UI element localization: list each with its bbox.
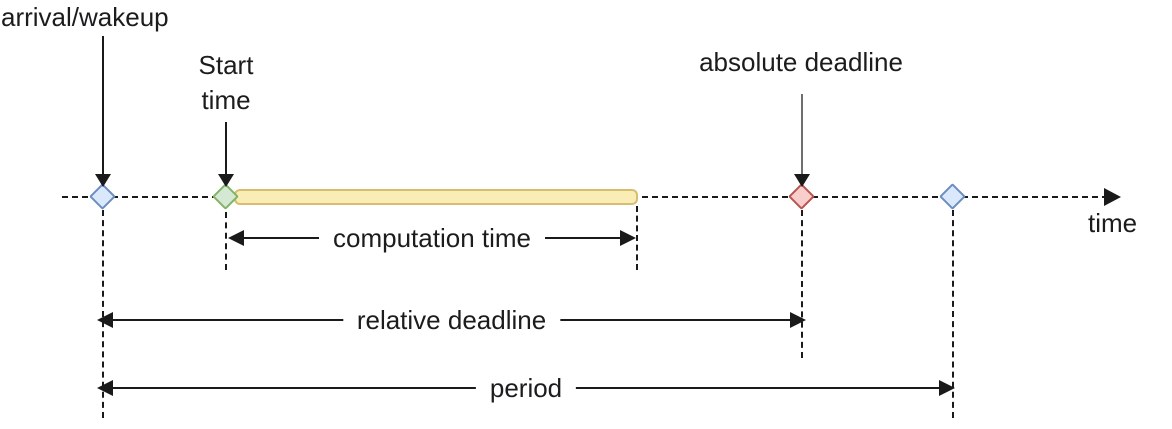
guide-start bbox=[225, 212, 227, 270]
computation-time-arrowhead-left-icon bbox=[228, 230, 244, 246]
next-arrival-marker bbox=[939, 183, 966, 210]
guide-computation-end bbox=[636, 206, 638, 270]
relative-deadline-arrowhead-left-icon bbox=[97, 312, 113, 328]
arrival-wakeup-arrow bbox=[102, 36, 104, 176]
start-time-marker bbox=[212, 183, 239, 210]
start-time-arrowhead-icon bbox=[218, 174, 234, 187]
computation-time-label: computation time bbox=[319, 222, 545, 254]
start-time-label: Start time bbox=[161, 48, 291, 118]
absolute-deadline-label: absolute deadline bbox=[699, 47, 903, 77]
start-time-label-line1: Start bbox=[198, 50, 254, 80]
period-dimension: period bbox=[97, 372, 955, 404]
period-arrowhead-right-icon bbox=[939, 380, 955, 396]
start-time-label-line2: time bbox=[201, 85, 251, 115]
arrival-wakeup-arrowhead-icon bbox=[95, 174, 111, 187]
start-time-arrow bbox=[225, 122, 227, 176]
absolute-deadline-arrowhead-icon bbox=[794, 174, 810, 187]
guide-absolute-deadline bbox=[801, 210, 803, 358]
absolute-deadline-marker bbox=[788, 183, 815, 210]
computation-bar bbox=[234, 189, 638, 205]
relative-deadline-arrowhead-right-icon bbox=[790, 312, 806, 328]
relative-deadline-label: relative deadline bbox=[342, 304, 561, 336]
computation-time-arrowhead-right-icon bbox=[620, 230, 636, 246]
computation-time-dimension: computation time bbox=[228, 222, 636, 254]
arrival-wakeup-label: arrival/wakeup bbox=[1, 2, 169, 32]
time-axis-arrowhead-icon bbox=[1104, 188, 1121, 206]
period-arrowhead-left-icon bbox=[97, 380, 113, 396]
arrival-wakeup-marker bbox=[89, 183, 116, 210]
relative-deadline-dimension: relative deadline bbox=[97, 304, 806, 336]
time-axis-label: time bbox=[1088, 208, 1138, 238]
period-label: period bbox=[475, 372, 577, 404]
guide-next-arrival bbox=[952, 210, 954, 418]
absolute-deadline-arrow bbox=[801, 94, 803, 176]
